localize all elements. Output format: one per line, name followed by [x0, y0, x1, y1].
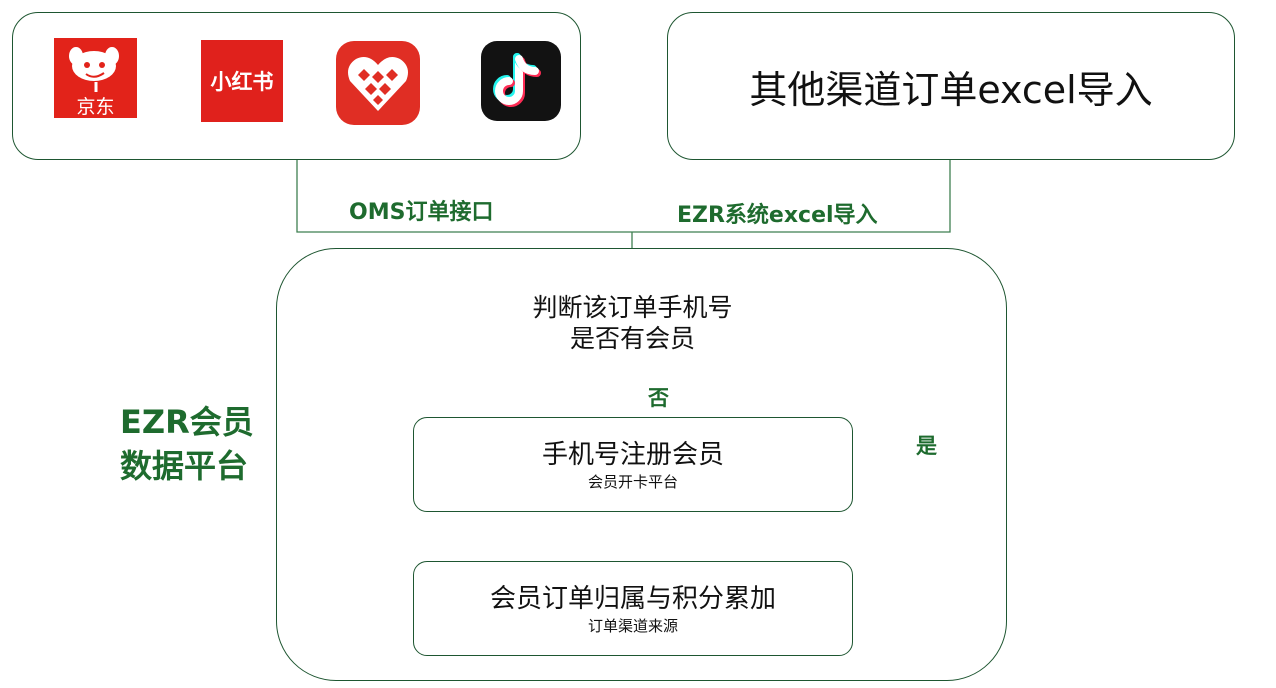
excel-connector	[632, 160, 951, 233]
oms-connector	[296, 160, 632, 233]
register-member-title: 手机号注册会员	[541, 439, 724, 470]
other-channels-label: 其他渠道订单excel导入	[749, 67, 1153, 112]
yes-branch-label: 是	[916, 434, 937, 458]
jd-logo-text: 京东	[76, 96, 115, 118]
platform-title: EZR会员 数据平台	[120, 400, 254, 488]
ezr-excel-import-label: EZR系统excel导入	[677, 203, 878, 228]
order-attribution-subtitle: 订单渠道来源	[587, 616, 678, 635]
register-member-subtitle: 会员开卡平台	[587, 472, 678, 491]
decision-line2: 是否有会员	[569, 324, 695, 353]
order-attribution-title: 会员订单归属与积分累加	[489, 583, 776, 614]
pinduoduo-logo-icon	[336, 41, 420, 125]
xhs-logo-text: 小红书	[210, 70, 274, 94]
order-attribution-step: 会员订单归属与积分累加 订单渠道来源	[413, 561, 853, 656]
oms-interface-label: OMS订单接口	[349, 200, 494, 225]
decision-text: 判断该订单手机号 是否有会员	[470, 292, 795, 354]
douyin-logo-icon	[481, 41, 561, 121]
platform-title-line1: EZR会员	[120, 403, 254, 441]
no-branch-label: 否	[648, 386, 669, 410]
register-member-step: 手机号注册会员 会员开卡平台	[413, 417, 853, 512]
xiaohongshu-logo-icon: 小红书	[201, 40, 283, 122]
other-channels-box: 其他渠道订单excel导入	[667, 12, 1235, 160]
platform-title-line2: 数据平台	[120, 447, 249, 485]
decision-line1: 判断该订单手机号	[532, 293, 733, 322]
jd-logo-icon: 京东	[54, 38, 137, 118]
